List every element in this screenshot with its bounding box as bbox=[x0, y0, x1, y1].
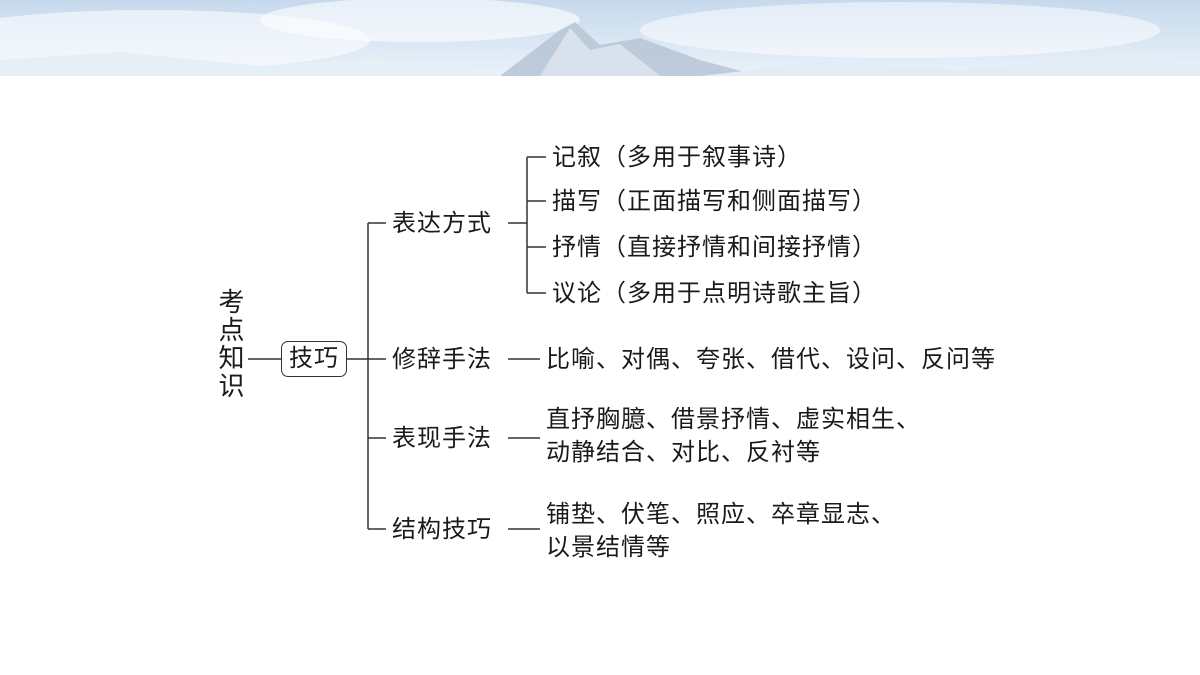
branch-label-technique: 表现手法 bbox=[392, 424, 492, 452]
branch-label-structure: 结构技巧 bbox=[392, 515, 492, 543]
header-banner-image bbox=[0, 0, 1200, 76]
rhetoric-detail: 比喻、对偶、夸张、借代、设问、反问等 bbox=[546, 345, 996, 373]
expression-item: 议论（多用于点明诗歌主旨） bbox=[552, 279, 877, 307]
center-node: 技巧 bbox=[281, 341, 347, 377]
technique-detail-line: 动静结合、对比、反衬等 bbox=[546, 438, 821, 466]
expression-item: 描写（正面描写和侧面描写） bbox=[552, 187, 877, 215]
structure-detail-line: 铺垫、伏笔、照应、卒章显志、 bbox=[546, 500, 896, 528]
expression-item: 抒情（直接抒情和间接抒情） bbox=[552, 233, 877, 261]
branch-label-expression: 表达方式 bbox=[392, 209, 492, 237]
root-label: 考点知识 bbox=[214, 288, 244, 400]
expression-item: 记叙（多用于叙事诗） bbox=[552, 143, 802, 171]
branch-label-rhetoric: 修辞手法 bbox=[392, 345, 492, 373]
structure-detail-line: 以景结情等 bbox=[546, 533, 671, 561]
technique-detail-line: 直抒胸臆、借景抒情、虚实相生、 bbox=[546, 405, 921, 433]
